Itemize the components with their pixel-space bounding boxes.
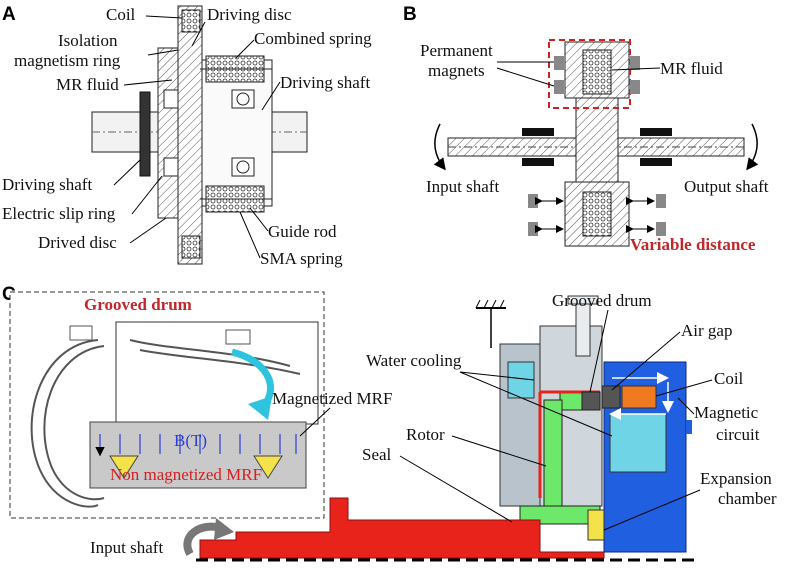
panel-a: A Coil Driving disc Isolation magnetism …	[2, 4, 372, 268]
a-label-drived-disc: Drived disc	[38, 233, 117, 252]
c-flange	[686, 420, 692, 434]
c-label-expansion-2: chamber	[718, 489, 777, 508]
c-ring-zoom	[129, 339, 291, 367]
c-label-input-shaft: Input shaft	[90, 538, 163, 557]
b-red-dashed-box	[548, 39, 631, 109]
c-label-magnetic-1: Magnetic	[694, 403, 759, 422]
c-air-gap	[601, 385, 621, 409]
c-label-rotor: Rotor	[406, 425, 445, 444]
c-input-shaft	[199, 497, 605, 559]
c-inset-zoom	[115, 321, 319, 425]
a-hub	[201, 59, 273, 207]
a-label-coil: Coil	[106, 5, 136, 24]
c-label-magnetic-2: circuit	[716, 425, 760, 444]
a-label-isolation-2: magnetism ring	[14, 51, 121, 70]
a-label-driving-shaft-left: Driving shaft	[2, 175, 92, 194]
panel-c: C Grooved drum B(T)	[2, 284, 777, 562]
c-label-grooved-drum-inset: Grooved drum	[84, 295, 192, 314]
c-field-arrows	[95, 434, 297, 457]
a-label-driving-shaft-right: Driving shaft	[280, 73, 370, 92]
c-label-air-gap: Air gap	[681, 321, 732, 340]
b-label-mr-fluid: MR fluid	[660, 59, 723, 78]
panel-b-letter: B	[403, 4, 417, 25]
a-label-sma-spring: SMA spring	[260, 249, 343, 268]
a-label-guide-rod: Guide rod	[268, 222, 337, 241]
c-label-expansion-1: Expansion	[700, 469, 772, 488]
c-groove-right	[253, 455, 283, 479]
b-mr-fluid-bottom	[582, 191, 612, 237]
c-coil	[621, 385, 657, 409]
c-label-coil: Coil	[714, 369, 744, 388]
c-label-bt: B(T)	[174, 431, 207, 450]
a-slip-ring	[139, 91, 151, 177]
b-label-output-shaft: Output shaft	[684, 177, 769, 196]
a-label-electric-slip-ring: Electric slip ring	[2, 204, 116, 223]
b-label-input-shaft: Input shaft	[426, 177, 499, 196]
c-expansion-chamber	[587, 509, 605, 541]
b-magnet	[554, 56, 564, 70]
a-driving-disc	[177, 5, 203, 265]
c-ring-left	[30, 339, 99, 508]
a-coil-top	[181, 9, 201, 33]
c-groove-left	[109, 455, 139, 479]
a-drived-disc	[157, 47, 179, 219]
a-coil-bottom	[181, 235, 201, 259]
a-label-driving-disc: Driving disc	[207, 5, 292, 24]
c-rotor	[543, 399, 563, 521]
a-label-isolation-1: Isolation	[58, 31, 118, 50]
a-label-combined-spring: Combined spring	[254, 29, 372, 48]
c-mrf-block	[89, 421, 307, 489]
b-label-permanent-1: Permanent	[420, 41, 493, 60]
c-label-non-magnetized: Non magnetized MRF	[110, 465, 262, 484]
b-label-permanent-2: magnets	[428, 61, 485, 80]
c-label-water-cooling: Water cooling	[366, 351, 462, 370]
panel-a-letter: A	[2, 4, 16, 25]
c-label-grooved-drum: Grooved drum	[552, 291, 652, 310]
a-label-mr-fluid: MR fluid	[56, 75, 119, 94]
b-label-variable-distance: Variable distance	[630, 235, 756, 254]
c-label-seal: Seal	[362, 445, 392, 464]
panel-b: B Permanent mag	[403, 4, 769, 254]
b-mr-fluid-top	[582, 49, 612, 95]
c-label-magnetized-mrf: Magnetized MRF	[272, 389, 392, 408]
